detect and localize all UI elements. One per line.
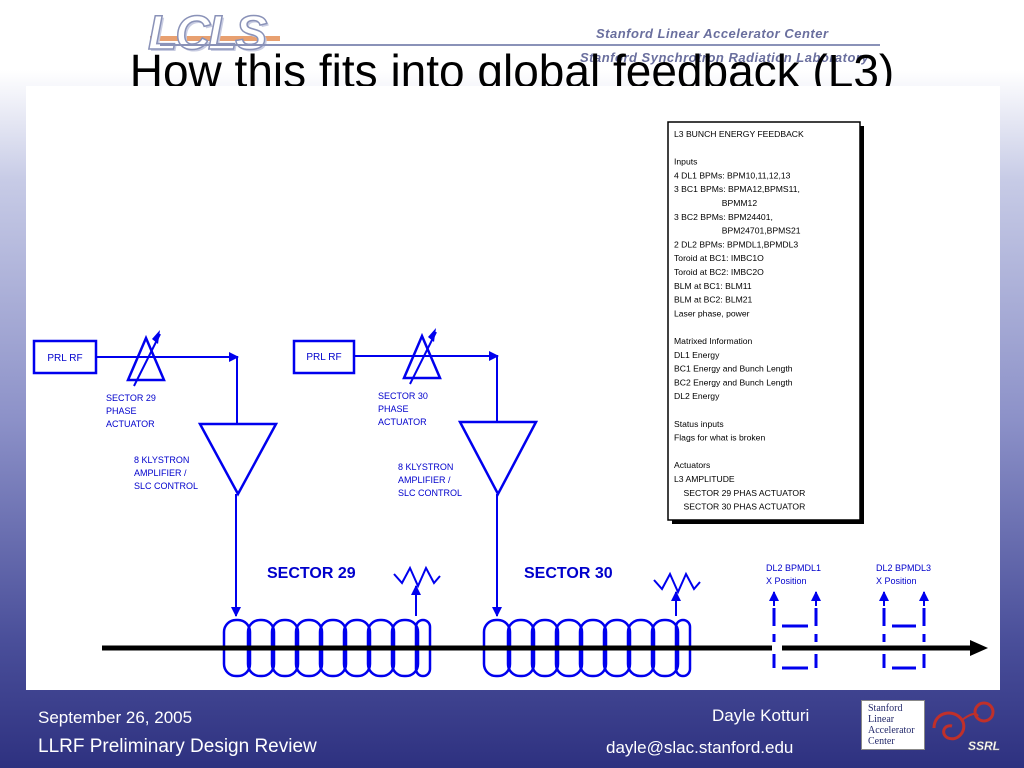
sector-29-label: SECTOR 29 — [267, 565, 356, 582]
feedback-box-line: Toroid at BC1: IMBC1O — [674, 253, 764, 263]
feedback-box-line: L3 BUNCH ENERGY FEEDBACK — [674, 129, 804, 139]
slac-badge: Stanford Linear Accelerator Center — [861, 700, 925, 750]
feedback-box-line: Inputs — [674, 157, 697, 167]
feedback-box-line: 3 BC1 BPMs: BPMA12,BPMS11, — [674, 184, 800, 194]
feedback-box-line: BPM24701,BPMS21 — [674, 226, 801, 236]
feedback-box-line: DL2 Energy — [674, 391, 720, 401]
ssrl-logo-text: SSRL — [968, 739, 1000, 753]
phase-shifter-2 — [402, 328, 442, 385]
bpm-dl3 — [882, 608, 926, 670]
feedback-box-line: BC2 Energy and Bunch Length — [674, 377, 793, 387]
ssrl-logo: SSRL — [932, 701, 1000, 753]
feedback-box-line: Toroid at BC2: IMBC2O — [674, 267, 764, 277]
wave-sensor-30 — [653, 571, 701, 616]
footer-email: dayle@slac.stanford.edu — [606, 738, 794, 757]
lcls-logo: LCLS — [147, 6, 268, 61]
footer-review: LLRF Preliminary Design Review — [38, 736, 317, 757]
institution-ssrl: Stanford Synchrotron Radiation Laborator… — [580, 50, 870, 65]
feedback-box-line: Flags for what is broken — [674, 433, 765, 443]
feedback-box-line: BC1 Energy and Bunch Length — [674, 364, 793, 374]
diagram-svg: PRL RF SECTOR 29 PHASE ACTUATOR 8 KLYSTR… — [32, 121, 988, 678]
feedback-box-line: 2 DL2 BPMs: BPMDL1,BPMDL3 — [674, 239, 798, 249]
feedback-box-line: 3 BC2 BPMs: BPM24401, — [674, 212, 773, 222]
logo-accent-bar — [150, 36, 280, 41]
klystron-label-1: 8 KLYSTRON AMPLIFIER / SLC CONTROL — [134, 455, 198, 491]
slide-header: LCLS Stanford Linear Accelerator Center … — [0, 0, 1024, 92]
feedback-box-line: Laser phase, power — [674, 308, 750, 318]
feedback-box-line: BPMM12 — [674, 198, 757, 208]
feedback-box-line: DL1 Energy — [674, 350, 720, 360]
phase-actuator-label-1: SECTOR 29 PHASE ACTUATOR — [106, 393, 158, 429]
feedback-box-line: Actuators — [674, 460, 710, 470]
feedback-box-text: L3 BUNCH ENERGY FEEDBACK Inputs 4 DL1 BPMs… — [674, 129, 805, 512]
klystron-label-2: 8 KLYSTRON AMPLIFIER / SLC CONTROL — [398, 462, 462, 498]
badge-line-2: Linear — [868, 714, 895, 725]
badge-line-3: Accelerator — [868, 725, 915, 736]
bpm-dl1 — [772, 608, 818, 670]
bpm-dl1-label: DL2 BPMDL1 X Position — [766, 563, 824, 586]
prl-rf-label-1: PRL RF — [47, 353, 82, 364]
feedback-diagram: PRL RF SECTOR 29 PHASE ACTUATOR 8 KLYSTR… — [26, 86, 1000, 690]
feedback-box-line: BLM at BC1: BLM11 — [674, 281, 752, 291]
bpm-dl3-label: DL2 BPMDL3 X Position — [876, 563, 934, 586]
feedback-box-line: SECTOR 29 PHAS ACTUATOR — [674, 488, 805, 498]
phase-shifter-1 — [126, 330, 166, 387]
footer-author: Dayle Kotturi — [712, 706, 810, 725]
header-rule — [160, 44, 880, 46]
feedback-box-line: 4 DL1 BPMs: BPM10,11,12,13 — [674, 170, 791, 180]
institution-slac: Stanford Linear Accelerator Center — [596, 26, 829, 41]
feedback-box-line: Status inputs — [674, 419, 724, 429]
phase-actuator-label-2: SECTOR 30 PHASE ACTUATOR — [378, 391, 430, 427]
badge-line-4: Center — [868, 736, 895, 747]
sector-30-label: SECTOR 30 — [524, 565, 613, 582]
footer-date: September 26, 2005 — [38, 708, 193, 727]
wave-sensor-29 — [393, 565, 441, 616]
klystron-amplifier-2 — [457, 420, 539, 497]
prl-rf-label-2: PRL RF — [306, 352, 341, 363]
klystron-amplifier-1 — [197, 422, 279, 497]
feedback-box-line: BLM at BC2: BLM21 — [674, 295, 753, 305]
feedback-box-line: L3 AMPLITUDE — [674, 474, 735, 484]
badge-line-1: Stanford — [868, 703, 903, 714]
feedback-box-line: Matrixed Information — [674, 336, 753, 346]
feedback-box-line: SECTOR 30 PHAS ACTUATOR — [674, 502, 805, 512]
feedback-box — [667, 121, 861, 521]
beam-arrow — [970, 640, 988, 656]
